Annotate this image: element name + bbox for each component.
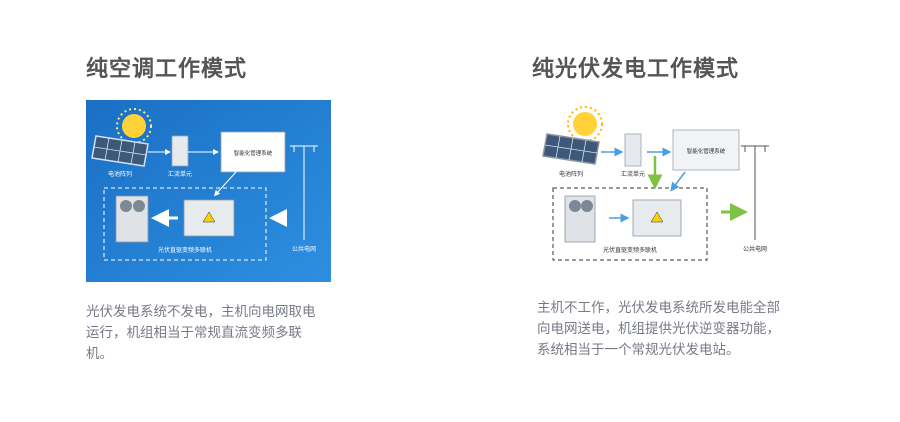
smart-management-label: 智能化管理系统 bbox=[687, 147, 726, 155]
unit-dashed-boundary bbox=[103, 187, 267, 261]
right-mode-description: 主机不工作，光伏发电系统所发电能全部向电网送电，机组提供光伏逆变器功能，系统相当… bbox=[537, 300, 780, 358]
unit-dashed-boundary bbox=[552, 187, 708, 261]
solar-array-label: 电池阵列 bbox=[108, 170, 132, 178]
right-mode-diagram: 电池阵列 汇流单元 智能化管理系统 公共电网 光伏直驱变频多联机 bbox=[535, 100, 785, 282]
left-mode-title: 纯空调工作模式 bbox=[86, 57, 248, 82]
combiner-label: 汇流单元 bbox=[621, 170, 645, 178]
outdoor-unit-icon bbox=[564, 195, 596, 243]
signal-lines bbox=[148, 149, 237, 197]
sun-icon bbox=[567, 106, 603, 142]
unit-label: 光伏直驱变频多联机 bbox=[158, 246, 212, 254]
right-mode-title: 纯光伏发电工作模式 bbox=[532, 57, 740, 82]
solar-panel-icon bbox=[91, 135, 149, 167]
grid-label: 公共电网 bbox=[292, 245, 316, 253]
power-tower-icon bbox=[290, 145, 318, 240]
combiner-box-icon bbox=[624, 133, 642, 167]
smart-management-label: 智能化管理系统 bbox=[234, 149, 273, 157]
left-diagram-svg: 电池阵列 汇流单元 智能化管理系统 公共电网 光伏直驱变频多联机 bbox=[86, 100, 331, 282]
smart-management-box bbox=[220, 131, 286, 173]
outdoor-unit-icon bbox=[115, 195, 149, 243]
combiner-box-icon bbox=[171, 135, 189, 167]
power-tower-icon bbox=[741, 145, 769, 240]
solar-array-label: 电池阵列 bbox=[559, 170, 583, 178]
power-flow-arrows bbox=[601, 147, 748, 223]
mgmt-to-inverter-arrow bbox=[670, 171, 686, 192]
left-mode-diagram: 电池阵列 汇流单元 智能化管理系统 公共电网 光伏直驱变频多联机 bbox=[86, 100, 331, 282]
unit-label: 光伏直驱变频多联机 bbox=[603, 246, 657, 254]
right-diagram-svg: 电池阵列 汇流单元 智能化管理系统 公共电网 光伏直驱变频多联机 bbox=[542, 106, 769, 261]
smart-management-box bbox=[672, 129, 740, 171]
solar-panel-icon bbox=[542, 133, 600, 165]
grid-label: 公共电网 bbox=[743, 245, 767, 253]
left-mode-description: 光伏发电系统不发电，主机向电网取电运行，机组相当于常规直流变频多联机。 bbox=[86, 304, 316, 362]
inverter-box-icon bbox=[632, 199, 682, 237]
inverter-box-icon bbox=[183, 199, 235, 237]
combiner-label: 汇流单元 bbox=[168, 170, 192, 178]
